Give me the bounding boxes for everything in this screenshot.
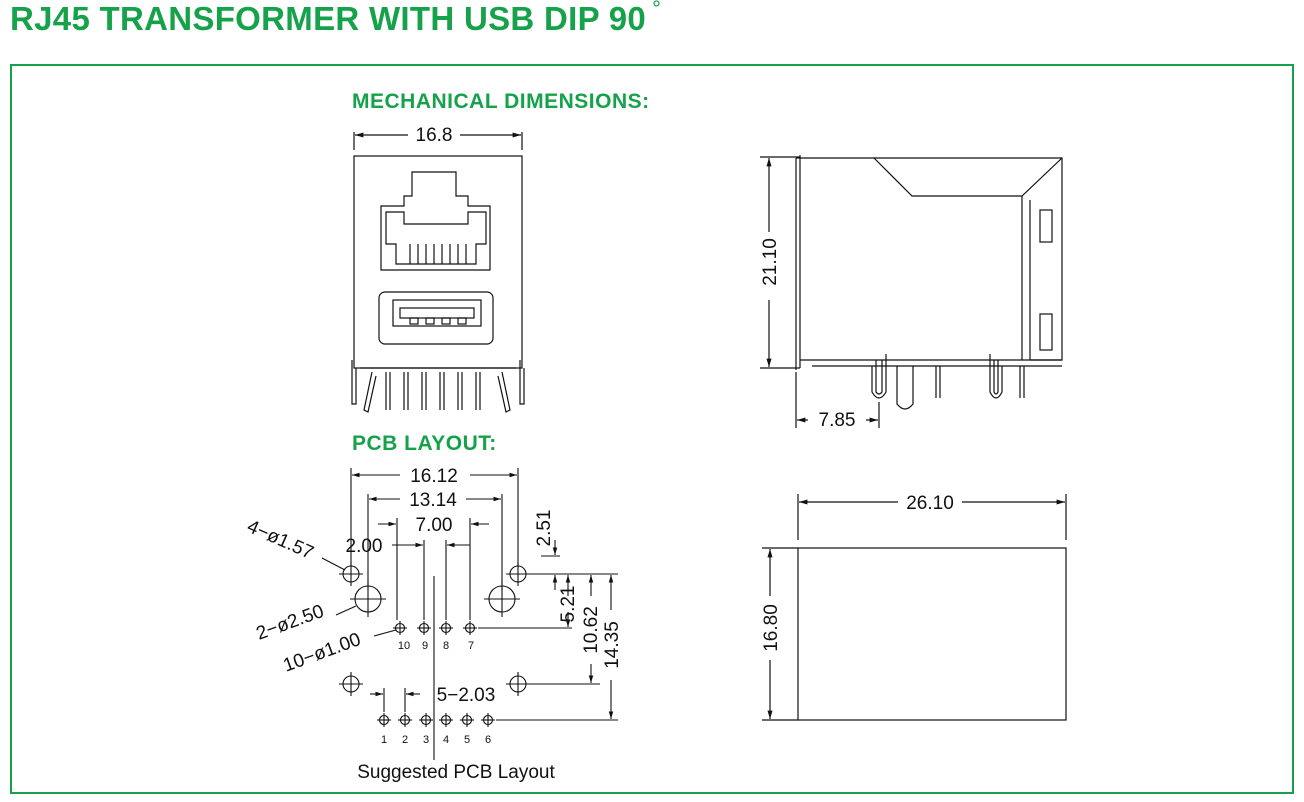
pin-hole-callout: 10−ø1.00 bbox=[281, 629, 364, 676]
pin-label-10: 10 bbox=[398, 640, 410, 652]
pcb-caption: Suggested PCB Layout bbox=[357, 762, 555, 783]
mount-small-callout: 4−ø1.57 bbox=[244, 516, 317, 564]
pcb-top-offset-dim: 2.51 bbox=[534, 510, 555, 547]
mechanical-heading: MECHANICAL DIMENSIONS: bbox=[352, 90, 650, 113]
top-width-dim: 16.80 bbox=[761, 604, 782, 652]
pin-label-7: 7 bbox=[468, 640, 474, 652]
pcb-inner-width-dim: 13.14 bbox=[409, 490, 457, 511]
pcb-overall-height-dim: 14.35 bbox=[602, 621, 623, 669]
pin-label-2: 2 bbox=[402, 734, 408, 746]
pin-label-4: 4 bbox=[443, 734, 449, 746]
pcb-layout bbox=[321, 468, 618, 760]
page-title: RJ45 TRANSFORMER WITH USB DIP 90° bbox=[10, 0, 661, 38]
drawing-frame bbox=[10, 64, 1294, 794]
side-height-dim: 21.10 bbox=[760, 238, 781, 286]
pcb-overall-width-dim: 16.12 bbox=[410, 466, 458, 487]
pcb-heading: PCB LAYOUT: bbox=[352, 432, 497, 455]
pin-label-9: 9 bbox=[422, 640, 428, 652]
front-width-dim: 16.8 bbox=[416, 125, 453, 146]
pcb-bottom-pitch-dim: 5−2.03 bbox=[437, 685, 496, 706]
pin-label-3: 3 bbox=[423, 734, 429, 746]
pcb-row-offset-dim: 5.21 bbox=[558, 586, 579, 623]
pcb-pin-span-dim: 7.00 bbox=[416, 515, 453, 536]
pcb-row-spacing-dim: 10.62 bbox=[581, 606, 602, 654]
top-view bbox=[762, 494, 1067, 721]
pin-label-8: 8 bbox=[443, 640, 449, 652]
degree-symbol: ° bbox=[652, 0, 662, 21]
top-length-dim: 26.10 bbox=[906, 493, 954, 514]
mount-large-callout: 2−ø2.50 bbox=[254, 601, 327, 645]
side-view bbox=[760, 155, 1063, 428]
side-pin-offset-dim: 7.85 bbox=[819, 410, 856, 431]
pin-label-5: 5 bbox=[464, 734, 470, 746]
pin-label-1: 1 bbox=[381, 734, 387, 746]
pin-label-6: 6 bbox=[485, 734, 491, 746]
front-view bbox=[351, 132, 525, 413]
pcb-pin-gap-dim: 2.00 bbox=[346, 536, 383, 557]
